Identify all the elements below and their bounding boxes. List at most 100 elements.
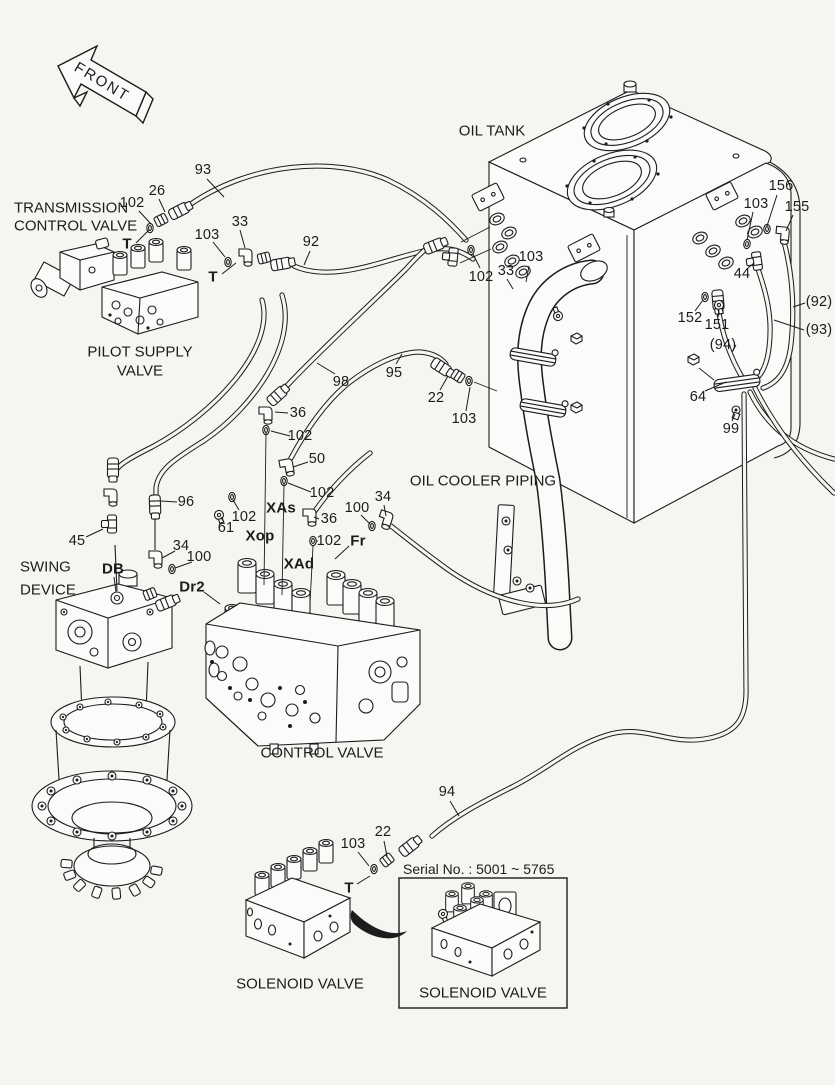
callout-36: 36 xyxy=(289,405,307,421)
leader-line xyxy=(356,875,371,885)
leader-line xyxy=(113,576,117,593)
solenoid-valve-left-drawing xyxy=(244,838,352,959)
leader-line xyxy=(270,430,291,437)
callout-44: 44 xyxy=(733,266,751,282)
callout-95: 95 xyxy=(385,365,403,381)
leader-line xyxy=(785,214,794,232)
leader-line xyxy=(220,516,224,522)
leader-line xyxy=(465,386,471,412)
callout-155: 155 xyxy=(784,199,810,215)
leader-line xyxy=(232,499,240,511)
callout-T: T xyxy=(122,235,132,253)
callout-102: 102 xyxy=(287,428,313,444)
leader-line xyxy=(360,514,371,525)
callout-22: 22 xyxy=(374,824,392,840)
callout-92: 92 xyxy=(302,234,320,250)
swing-device-drawing xyxy=(31,569,193,900)
leader-line xyxy=(694,299,704,312)
swing-device-label-line2: DEVICE xyxy=(20,581,76,599)
callout-100: 100 xyxy=(344,500,370,516)
manhole-bolts xyxy=(565,98,673,205)
callout-103: 103 xyxy=(451,411,477,427)
leader-line xyxy=(792,302,806,308)
oil-tank-label: OIL TANK xyxy=(458,122,526,140)
leader-line xyxy=(158,198,166,213)
callout-33: 33 xyxy=(497,263,515,279)
leader-line xyxy=(316,362,336,375)
oil-cooler-piping-label: OIL COOLER PIPING xyxy=(409,472,557,490)
callout-61: 61 xyxy=(217,520,235,536)
callout-45: 45 xyxy=(68,533,86,549)
callout-103: 103 xyxy=(743,196,769,212)
leader-line xyxy=(704,381,727,392)
control-valve-drawing xyxy=(204,557,421,755)
callout-156: 156 xyxy=(768,178,794,194)
pilot-valve-label-line1: PILOT SUPPLY xyxy=(87,343,193,361)
leader-line xyxy=(717,309,720,318)
callout-151: 151 xyxy=(704,317,730,333)
leader-line xyxy=(212,241,226,258)
leader-line xyxy=(506,278,514,290)
leader-line xyxy=(138,210,152,225)
leader-line xyxy=(731,344,737,353)
oil-tank-drawing xyxy=(470,80,801,524)
leader-line xyxy=(274,411,289,414)
callout-Xop: Xop xyxy=(245,527,275,545)
leader-line xyxy=(203,591,221,605)
leader-line xyxy=(383,504,387,517)
callout-103: 103 xyxy=(518,249,544,265)
callout-XAs: XAs xyxy=(266,499,296,517)
callout-99: 99 xyxy=(722,421,740,437)
swoosh-arrow xyxy=(350,910,407,939)
leader-line xyxy=(206,178,225,198)
leader-line xyxy=(239,229,246,249)
leader-line xyxy=(746,211,754,241)
leader-line xyxy=(292,461,309,468)
swing-device-label-line1: SWING xyxy=(20,558,71,576)
leader-line xyxy=(313,516,320,520)
leader-line xyxy=(773,319,805,331)
callout-152: 152 xyxy=(677,310,703,326)
solenoid-valve-boxed-drawing xyxy=(398,877,568,1009)
callout-98: 98 xyxy=(332,374,350,390)
callout-Fr: Fr xyxy=(350,532,366,550)
callout-Dr2: Dr2 xyxy=(179,578,205,596)
leader-line xyxy=(383,840,388,857)
leader-line xyxy=(472,253,481,269)
callout-93: (93) xyxy=(805,322,833,338)
leader-line xyxy=(303,250,311,266)
callout-92: (92) xyxy=(805,294,833,310)
serial-box xyxy=(398,877,568,1009)
leader-line xyxy=(221,262,237,275)
callout-96: 96 xyxy=(177,494,195,510)
callout-102: 102 xyxy=(316,533,342,549)
callout-94: 94 xyxy=(438,784,456,800)
fittings xyxy=(100,199,791,875)
callout-XAd: XAd xyxy=(283,555,315,573)
leader-line xyxy=(160,500,178,503)
leader-line xyxy=(766,194,778,227)
callout-26: 26 xyxy=(148,183,166,199)
callout-102: 102 xyxy=(119,195,145,211)
callout-100: 100 xyxy=(186,549,212,565)
transmission-control-valve-drawing xyxy=(30,237,115,298)
oil-cooler-piping-drawing xyxy=(493,259,608,651)
leader-line xyxy=(357,851,370,867)
callout-T: T xyxy=(208,268,218,286)
callout-64: 64 xyxy=(689,389,707,405)
callout-DB: DB xyxy=(101,560,125,578)
leader-line xyxy=(161,550,176,559)
callout-50: 50 xyxy=(308,451,326,467)
leader-line xyxy=(731,413,736,422)
hoses xyxy=(110,163,835,839)
serial-number-note: Serial No. : 5001 ~ 5765 xyxy=(403,861,555,877)
port-lines xyxy=(263,432,314,604)
transmission-valve-label-line1: TRANSMISSION xyxy=(14,199,129,217)
leader-line xyxy=(747,262,755,269)
leader-line xyxy=(174,561,193,569)
